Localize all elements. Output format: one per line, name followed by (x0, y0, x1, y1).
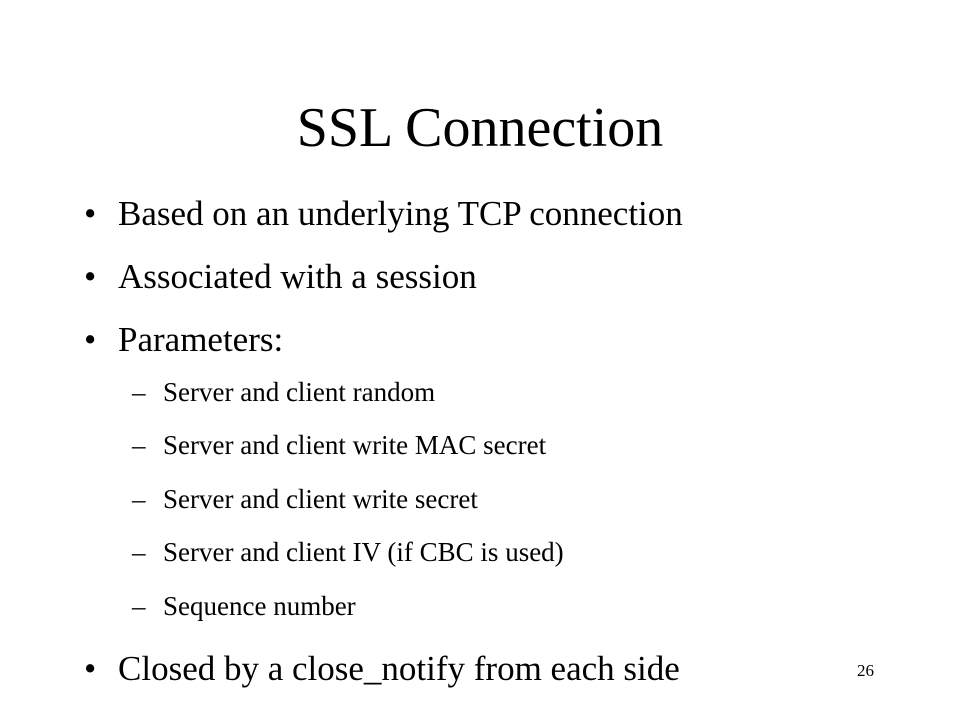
bullet-text: Closed by a close_notify from each side (118, 649, 680, 688)
sub-bullet-marker: – (132, 484, 146, 514)
sub-bullet-item: –Server and client random (132, 375, 435, 409)
bullet-marker: • (84, 257, 97, 296)
bullet-text: Based on an underlying TCP connection (118, 194, 683, 233)
bullet-marker: • (84, 320, 97, 359)
bullet-marker: • (84, 649, 97, 688)
bullet-marker: • (84, 194, 97, 233)
page-number: 26 (857, 661, 874, 680)
sub-bullet-item: –Server and client write MAC secret (132, 428, 546, 462)
bullet-text: Parameters: (118, 320, 284, 359)
sub-bullet-item: –Server and client IV (if CBC is used) (132, 535, 564, 569)
bullet-item: • Parameters: (84, 318, 283, 362)
bullet-item: • Closed by a close_notify from each side (84, 647, 680, 691)
sub-bullet-marker: – (132, 430, 146, 460)
slide-title: SSL Connection (296, 97, 664, 159)
sub-bullet-marker: – (132, 591, 146, 621)
sub-bullet-marker: – (132, 377, 146, 407)
bullet-item: • Based on an underlying TCP connection (84, 192, 683, 236)
sub-bullet-text: Server and client IV (if CBC is used) (163, 537, 564, 567)
sub-bullet-item: –Server and client write secret (132, 482, 478, 516)
sub-bullet-text: Server and client random (163, 377, 436, 407)
sub-bullet-text: Server and client write MAC secret (163, 430, 547, 460)
bullet-item: • Associated with a session (84, 255, 477, 299)
sub-bullet-marker: – (132, 537, 146, 567)
bullet-text: Associated with a session (118, 257, 477, 296)
sub-bullet-item: –Sequence number (132, 589, 356, 623)
sub-bullet-text: Sequence number (163, 591, 356, 621)
sub-bullet-text: Server and client write secret (163, 484, 478, 514)
